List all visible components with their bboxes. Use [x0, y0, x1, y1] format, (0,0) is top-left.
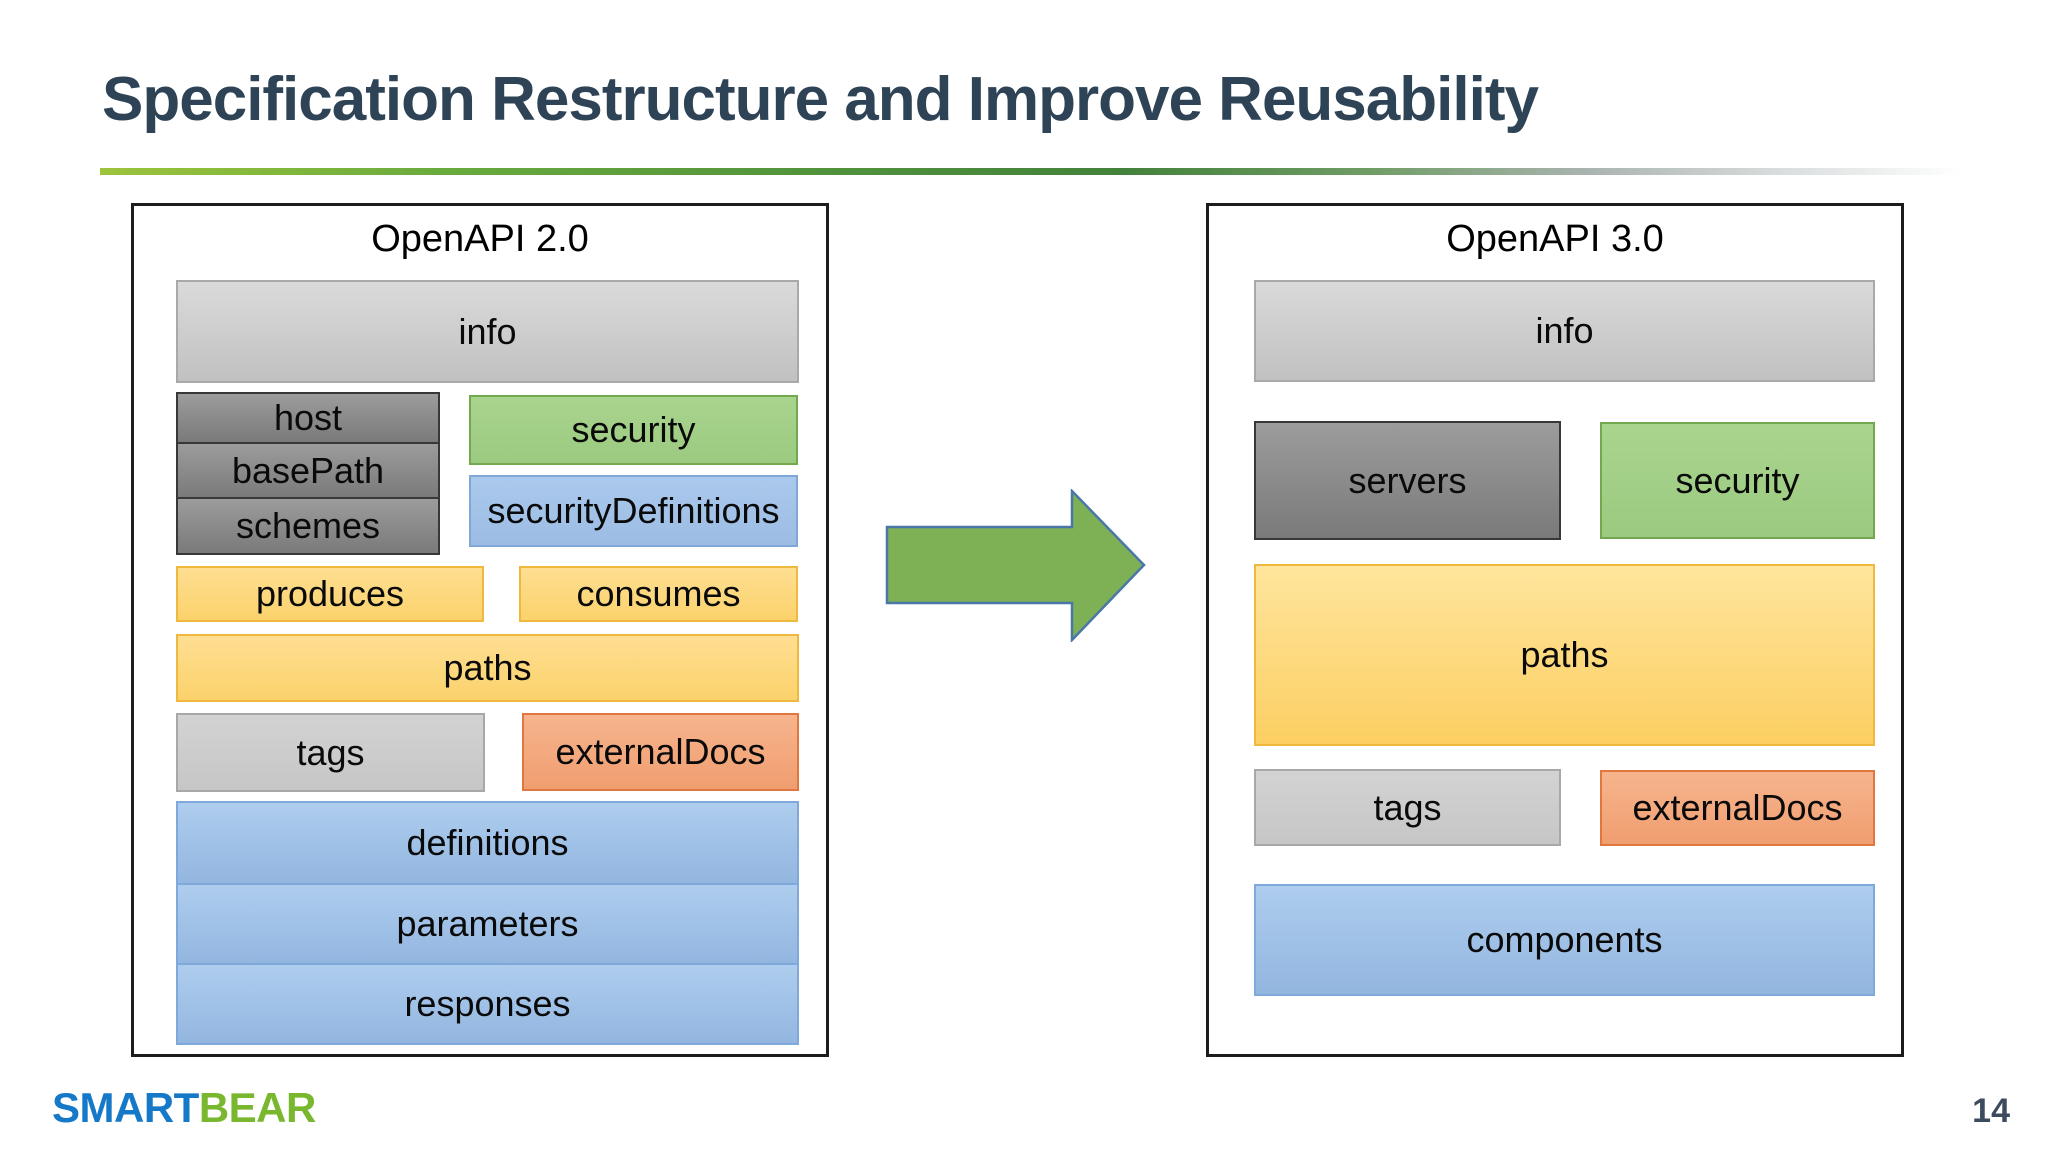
block-definitions: definitions [176, 801, 799, 885]
block-paths-2: paths [176, 634, 799, 702]
block-tags-3: tags [1254, 769, 1561, 846]
block-schemes: schemes [176, 497, 440, 555]
block-info-2: info [176, 280, 799, 383]
openapi-3-panel: OpenAPI 3.0 info servers security paths … [1206, 203, 1904, 1057]
smartbear-logo: SMARTBEAR [52, 1084, 316, 1132]
block-tags-2: tags [176, 713, 485, 792]
slide-title: Specification Restructure and Improve Re… [102, 65, 1539, 134]
smartbear-logo-smart: SMART [52, 1084, 199, 1131]
transform-arrow-icon [885, 487, 1147, 644]
block-externaldocs-3: externalDocs [1600, 770, 1875, 846]
block-paths-3: paths [1254, 564, 1875, 746]
block-produces: produces [176, 566, 484, 622]
title-underline-gradient [100, 168, 1962, 175]
block-externaldocs-2: externalDocs [522, 713, 799, 791]
smartbear-logo-bear: BEAR [198, 1084, 317, 1131]
block-basepath: basePath [176, 442, 440, 499]
block-parameters: parameters [176, 883, 799, 965]
page-number: 14 [1972, 1092, 2010, 1130]
openapi-2-panel: OpenAPI 2.0 info host basePath schemes s… [131, 203, 829, 1057]
block-responses: responses [176, 963, 799, 1045]
block-consumes: consumes [519, 566, 798, 622]
block-host: host [176, 392, 440, 444]
block-security-2: security [469, 395, 798, 465]
block-security-3: security [1600, 422, 1875, 539]
block-securitydefinitions: securityDefinitions [469, 475, 798, 547]
block-servers: servers [1254, 421, 1561, 540]
block-info-3: info [1254, 280, 1875, 382]
openapi-3-panel-title: OpenAPI 3.0 [1446, 218, 1664, 260]
block-components: components [1254, 884, 1875, 996]
openapi-2-panel-title: OpenAPI 2.0 [371, 218, 589, 260]
